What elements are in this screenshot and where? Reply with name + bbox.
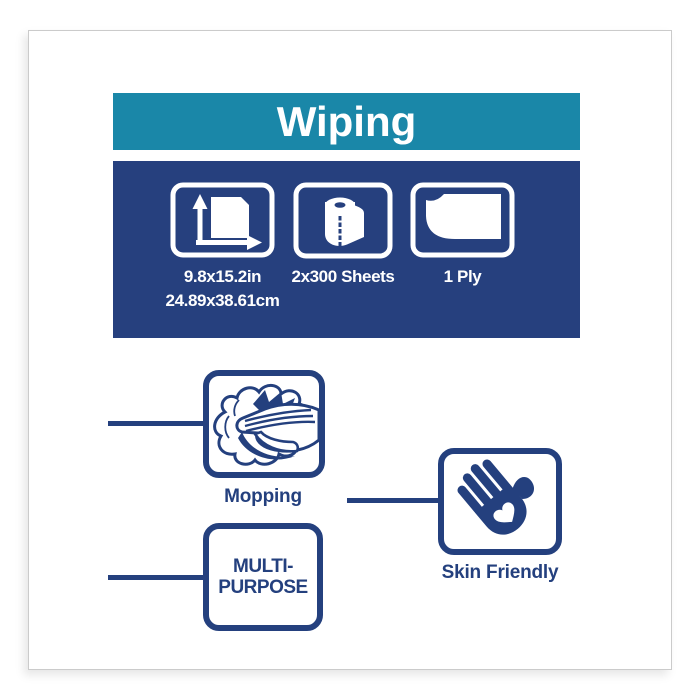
- skin-friendly-tile: [438, 448, 562, 555]
- connector-line-multi-purpose: [108, 575, 206, 580]
- mopping-tile: [203, 370, 325, 478]
- connector-line-mopping: [108, 421, 206, 426]
- dimensions-label-inches: 9.8x15.2in: [183, 267, 262, 286]
- one-ply-sheet-icon: [410, 182, 515, 258]
- connector-line-skin-friendly: [347, 498, 441, 503]
- mopping-cloth-hand-icon: [213, 384, 319, 466]
- spec-panel: [113, 161, 580, 338]
- ply-label: 1 Ply: [443, 267, 482, 286]
- hand-heart-icon: [457, 459, 535, 535]
- mopping-label: Mopping: [224, 486, 302, 507]
- header-bar: Wiping: [113, 93, 580, 150]
- page-title: Wiping: [276, 97, 417, 145]
- dimensions-label-cm: 24.89x38.61cm: [165, 291, 280, 310]
- skin-friendly-label: Skin Friendly: [441, 562, 559, 583]
- multi-purpose-tile: MULTI- PURPOSE: [203, 523, 323, 631]
- sheet-dimensions-icon: [170, 182, 275, 258]
- multi-purpose-label-line1: MULTI-: [233, 556, 293, 577]
- paper-roll-icon: [293, 182, 393, 259]
- multi-purpose-label-line2: PURPOSE: [218, 577, 308, 598]
- sheet-count-label: 2x300 Sheets: [291, 267, 395, 286]
